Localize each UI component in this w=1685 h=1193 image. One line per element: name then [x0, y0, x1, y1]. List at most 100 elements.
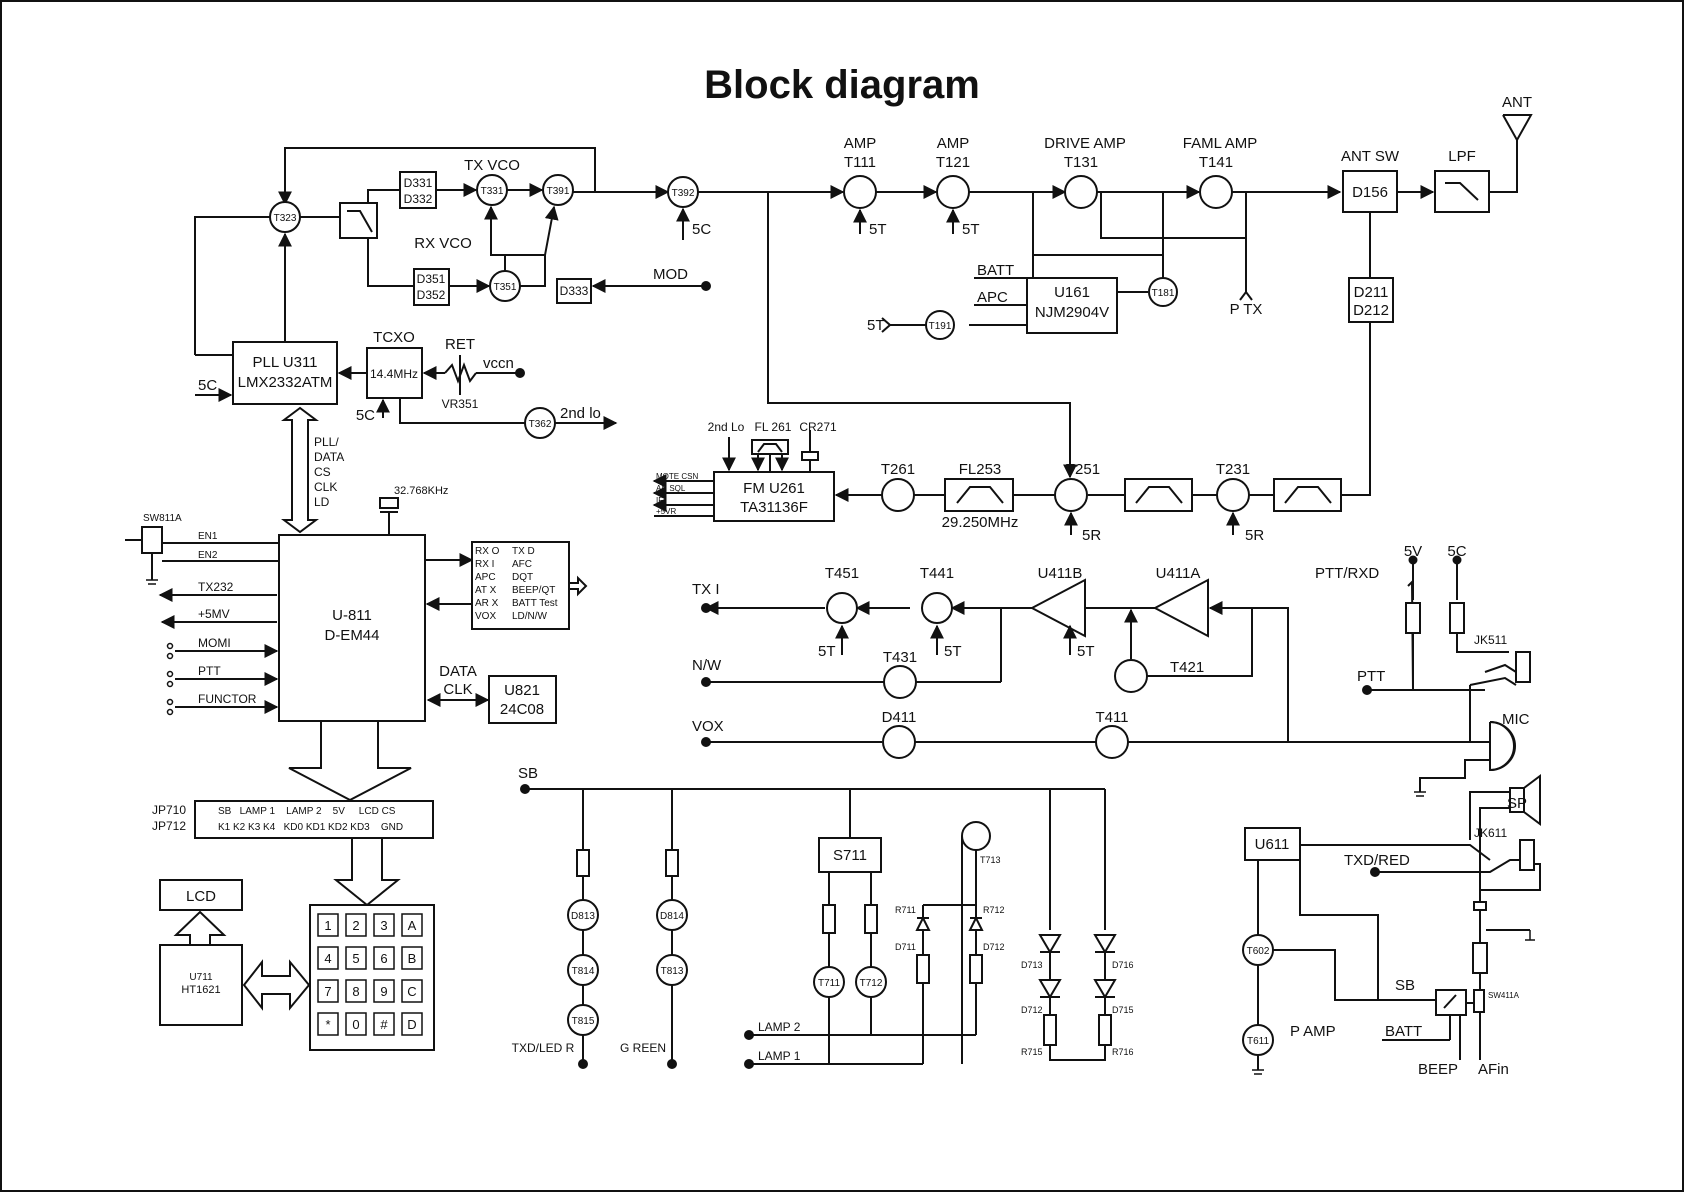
label-r716: R716: [1112, 1047, 1134, 1057]
r716: [1098, 1014, 1112, 1046]
label-5t-t441: 5T: [944, 643, 962, 660]
ptx-terminal: [1239, 290, 1253, 301]
sb-terminal: [520, 784, 530, 794]
5c-terminal: [1452, 555, 1462, 565]
label-sig-apc: APC: [475, 572, 496, 583]
wire-lo-to-mixer: [767, 192, 1077, 479]
wire-txd-red: [1375, 859, 1520, 873]
label-t602: T602: [1247, 946, 1270, 957]
t131-node: [1064, 175, 1098, 209]
wire-5c-jack: [1456, 633, 1509, 653]
label-final-amp: FAML AMP: [1183, 135, 1257, 152]
keypad-key: [317, 979, 339, 1003]
label-bus-pll: PLL/: [314, 435, 339, 449]
label-u821: U821: [504, 682, 540, 699]
label-tx-vco: TX VCO: [464, 157, 520, 174]
label-d351: D351: [417, 272, 446, 286]
label-amp1: AMP: [844, 135, 877, 152]
label-bus-clk: CLK: [314, 480, 337, 494]
label-d713: D713: [1021, 960, 1043, 970]
ant-sw-box: [1342, 170, 1398, 213]
label-if: IF: [656, 496, 663, 505]
t231-node: [1216, 478, 1250, 512]
r-d814: [665, 849, 679, 877]
label-d711: D711: [895, 942, 916, 952]
label-ptt-mcu: PTT: [198, 664, 221, 678]
u821-box: [488, 675, 557, 724]
label-rx-vco: RX VCO: [414, 235, 472, 252]
r-t711: [822, 904, 836, 934]
label-t611: T611: [1247, 1036, 1269, 1047]
d712-diode: [968, 915, 984, 931]
label-ht1621: HT1621: [181, 984, 220, 996]
d713-led: [1038, 934, 1062, 954]
label-jp712: JP712: [152, 819, 186, 833]
wire-u611-sb: [1299, 860, 1379, 1000]
label-sig-dqt: DQT: [512, 572, 533, 583]
label-t421: T421: [1170, 659, 1204, 676]
label-data: DATA: [439, 663, 477, 680]
jk-cap: [1473, 901, 1487, 911]
label-nw: N/W: [692, 657, 722, 674]
label-t181: T181: [1152, 288, 1175, 299]
label-r712: R712: [983, 905, 1005, 915]
label-t251: T251: [1066, 461, 1100, 478]
txd-led-terminal: [578, 1059, 588, 1069]
r-d711: [916, 954, 930, 984]
label-sig-afc: AFC: [512, 559, 532, 570]
jk511-body: [1515, 651, 1531, 683]
keypad-key-label: *: [325, 1017, 330, 1032]
keypad-key-label: C: [407, 984, 416, 999]
sw811a-body: [141, 526, 163, 554]
label-t815: T815: [572, 1016, 595, 1027]
label-cr271: CR271: [799, 420, 837, 434]
label-d212: D212: [1353, 302, 1389, 319]
label-lcd: LCD: [186, 888, 216, 905]
5t-terminal: [881, 317, 892, 333]
label-drive-amp: DRIVE AMP: [1044, 135, 1126, 152]
keypad-key-label: 6: [380, 951, 387, 966]
lpf-symbol: [1445, 182, 1479, 201]
rx-filter-2: [1273, 478, 1342, 512]
s711-box: [818, 837, 882, 873]
label-tcxo-freq: 14.4MHz: [370, 367, 418, 381]
label-en2: EN2: [198, 550, 218, 561]
label-vr351: VR351: [442, 397, 479, 411]
wire-jk611-back: [1480, 863, 1541, 891]
label-d814: D814: [660, 911, 684, 922]
label-lamp1: LAMP 1: [758, 1049, 801, 1063]
label-d716: D716: [1112, 960, 1134, 970]
keypad-key: [373, 979, 395, 1003]
label-lamp2: LAMP 2: [758, 1020, 801, 1034]
label-momi: MOMI: [198, 636, 231, 650]
label-sw411a: SW411A: [1488, 991, 1520, 1000]
label-d156: D156: [1352, 184, 1388, 201]
label-d411: D411: [882, 709, 917, 726]
r-afin: [1472, 942, 1488, 974]
label-jk611: JK611: [1474, 826, 1507, 840]
keypad-key-label: #: [380, 1017, 388, 1032]
label-t231: T231: [1216, 461, 1250, 478]
u611-box: [1244, 827, 1301, 861]
wire-t351-t391: [505, 205, 559, 256]
u711-keypad-arrow: [242, 959, 311, 1011]
label-t191: T191: [929, 321, 952, 332]
label-5t-t121: 5T: [962, 221, 980, 238]
t451-node: [826, 592, 858, 624]
keypad-key: [317, 946, 339, 970]
label-t111: T111: [844, 154, 876, 171]
u411b-amp: [1029, 578, 1086, 638]
d331-box: [399, 171, 437, 209]
label-d332: D332: [404, 192, 433, 206]
vox-terminal: [701, 737, 711, 747]
t391-node: [542, 174, 574, 206]
label-bus-data: DATA: [314, 450, 344, 464]
label-conn-top: SB LAMP 1 LAMP 2 5V LCD CS: [218, 806, 396, 817]
label-5c-tcxo: 5C: [356, 407, 375, 424]
label-s711: S711: [833, 847, 867, 864]
label-sp: SP: [1507, 795, 1527, 812]
r-t712: [864, 904, 878, 934]
keypad-key-label: 8: [352, 984, 359, 999]
